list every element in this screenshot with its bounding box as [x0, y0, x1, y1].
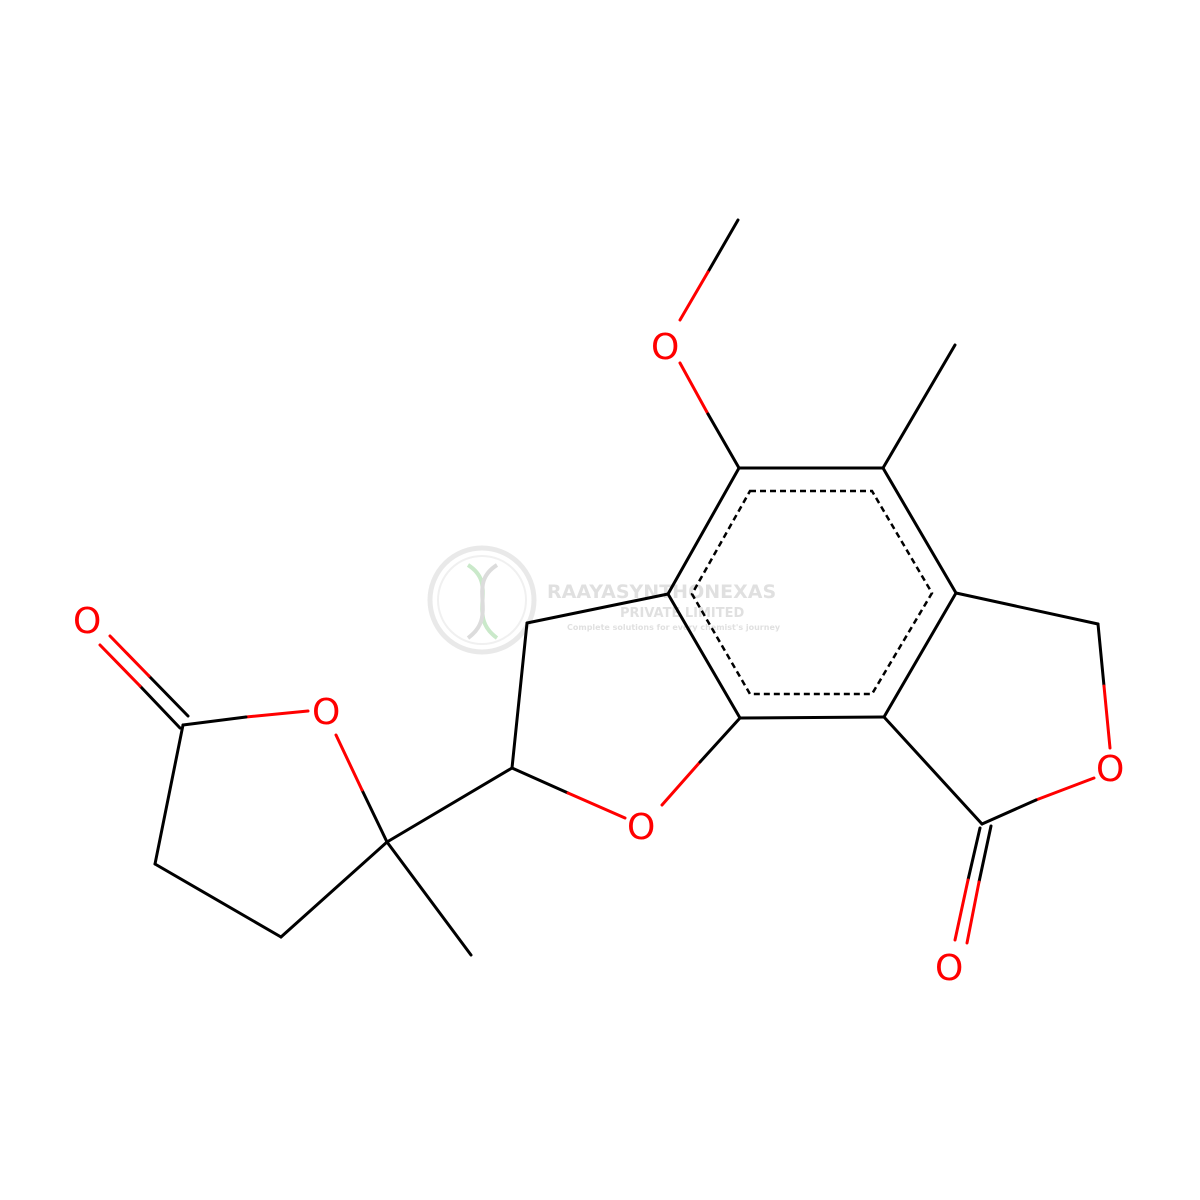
bond-o-methoxy-ring	[678, 361, 710, 416]
bond-ch-quaternary-c	[385, 766, 514, 844]
watermark: RAAYASYNTHONEXAS PRIVATE LIMITED Complet…	[427, 545, 781, 655]
atom-o-methoxy: O	[651, 327, 679, 368]
bond-c-o-double-left-2-red	[98, 643, 142, 688]
bond-c-o-double-2	[977, 824, 993, 884]
bond-c-o-double-1-red	[953, 878, 970, 942]
bond-ch2-quat-left	[279, 840, 389, 939]
bond-o-left-carbonyl	[181, 715, 248, 727]
bond-o-furan-ring-red	[660, 760, 702, 807]
atom-o-furan: O	[627, 807, 655, 848]
bond-carbonyl-ring	[882, 715, 984, 826]
bond-quat-o-left	[360, 788, 389, 844]
watermark-logo-icon	[427, 545, 537, 655]
aromatic-ring-indicator	[690, 489, 934, 696]
bond-carbonyl-ch2-left	[153, 723, 185, 866]
bond-quat-o-left-red	[334, 733, 364, 792]
bond-methyl-o-methoxy	[706, 218, 740, 274]
bond-ch-o-furan-red	[566, 791, 627, 820]
atom-o-lactone-ring: O	[1096, 749, 1124, 790]
bond-ring-methyl	[881, 343, 957, 470]
bond-ring-ch2-lactone	[954, 591, 1100, 626]
bond-methyl-o-methoxy-red	[678, 270, 710, 322]
bond-ch2-ch	[510, 621, 529, 770]
bond-o-methoxy-ring-black	[706, 412, 741, 470]
atom-o-lactone-carbonyl: O	[935, 948, 963, 989]
bond-o-lactone-carbonyl	[980, 798, 1038, 826]
bond-c-o-double-left-1	[147, 674, 190, 718]
watermark-company: RAAYASYNTHONEXAS	[547, 581, 776, 603]
bond-o-furan-ring	[698, 716, 742, 764]
bond-c-o-double-2-red	[965, 880, 981, 945]
watermark-subtitle: PRIVATE LIMITED	[620, 606, 745, 621]
bond-o-lactone-carbonyl-red	[1034, 776, 1096, 802]
watermark-tagline: Complete solutions for every chemist's j…	[567, 623, 781, 632]
bond-quaternary-methyl	[385, 840, 473, 957]
atom-o-left-ring: O	[312, 692, 340, 733]
bond-ch2-ch2-left	[153, 862, 283, 939]
bond-ch-o-furan	[510, 766, 570, 795]
bond-ring-ch2	[525, 592, 670, 625]
bond-ch2-o-lactone-red	[1102, 684, 1112, 750]
bond-c-o-double-left-1-red	[108, 634, 151, 678]
bond-o-left-carbonyl-red	[244, 709, 310, 719]
atom-o-left-carbonyl: O	[73, 601, 101, 642]
bond-c-o-double-1	[966, 826, 982, 882]
bond-c-o-double-left-2	[138, 684, 182, 730]
benzene-ring	[666, 466, 958, 720]
bond-ch2-o-lactone	[1096, 622, 1106, 688]
